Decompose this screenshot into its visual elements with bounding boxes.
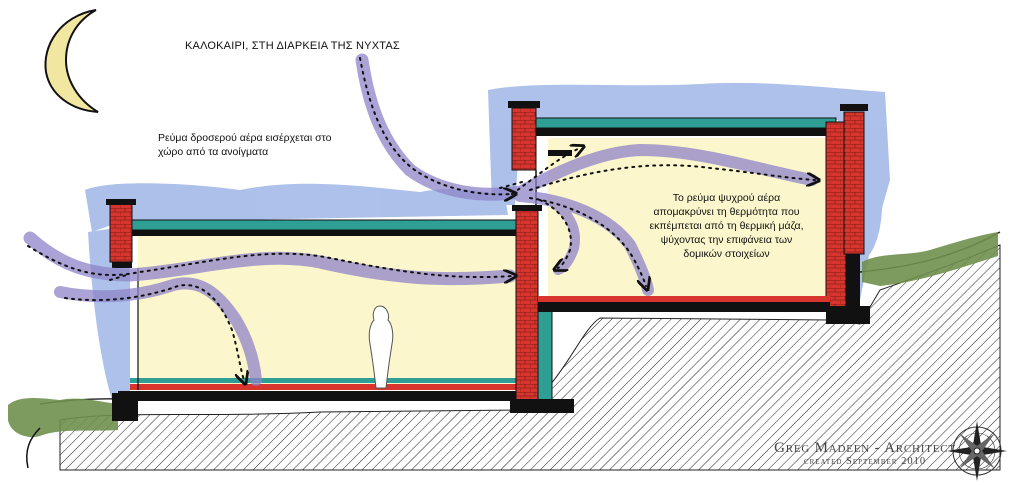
inflow-note-line: Ρεύμα δροσερού αέρα εισέρχεται στο [158, 132, 332, 144]
cooling-note-line: εκπέμπεται από τη θερμική μάζα, [649, 220, 804, 232]
credit-date: created September 2010 [803, 456, 927, 467]
crescent-moon-icon [44, 9, 99, 113]
cooling-note-line: απομακρύνει τη θερμότητα που [653, 206, 800, 218]
airflow-arrows [27, 57, 815, 380]
inflow-note: Ρεύμα δροσερού αέρα εισέρχεται στο χώρο … [158, 131, 388, 159]
architect-name: Greg Madeen - Architect [774, 440, 956, 456]
compass-rose-icon [947, 421, 1007, 481]
lower-building [106, 199, 521, 421]
cooling-note-line: δομικών στοιχείων [683, 248, 770, 260]
human-figure-icon [368, 305, 394, 389]
architect-credit: Greg Madeen - Architect created Septembe… [770, 440, 960, 467]
vegetation [8, 232, 998, 438]
path-line [26, 427, 41, 469]
middle-wall [510, 205, 574, 413]
inflow-note-line: χώρο από τα ανοίγματα [158, 146, 269, 158]
upper-building [508, 101, 870, 324]
cooling-note: Το ρεύμα ψυχρού αέρα απομακρύνει τη θερμ… [624, 191, 829, 261]
diagram-title: ΚΑΛΟΚΑΙΡΙ, ΣΤΗ ΔΙΑΡΚΕΙΑ ΤΗΣ ΝΥΧΤΑΣ [185, 40, 400, 52]
cooling-note-line: ψύχοντας την επιφάνεια των [660, 234, 793, 246]
cooling-note-line: Το ρεύμα ψυχρού αέρα [672, 192, 781, 204]
lower-room-interior [138, 230, 516, 390]
